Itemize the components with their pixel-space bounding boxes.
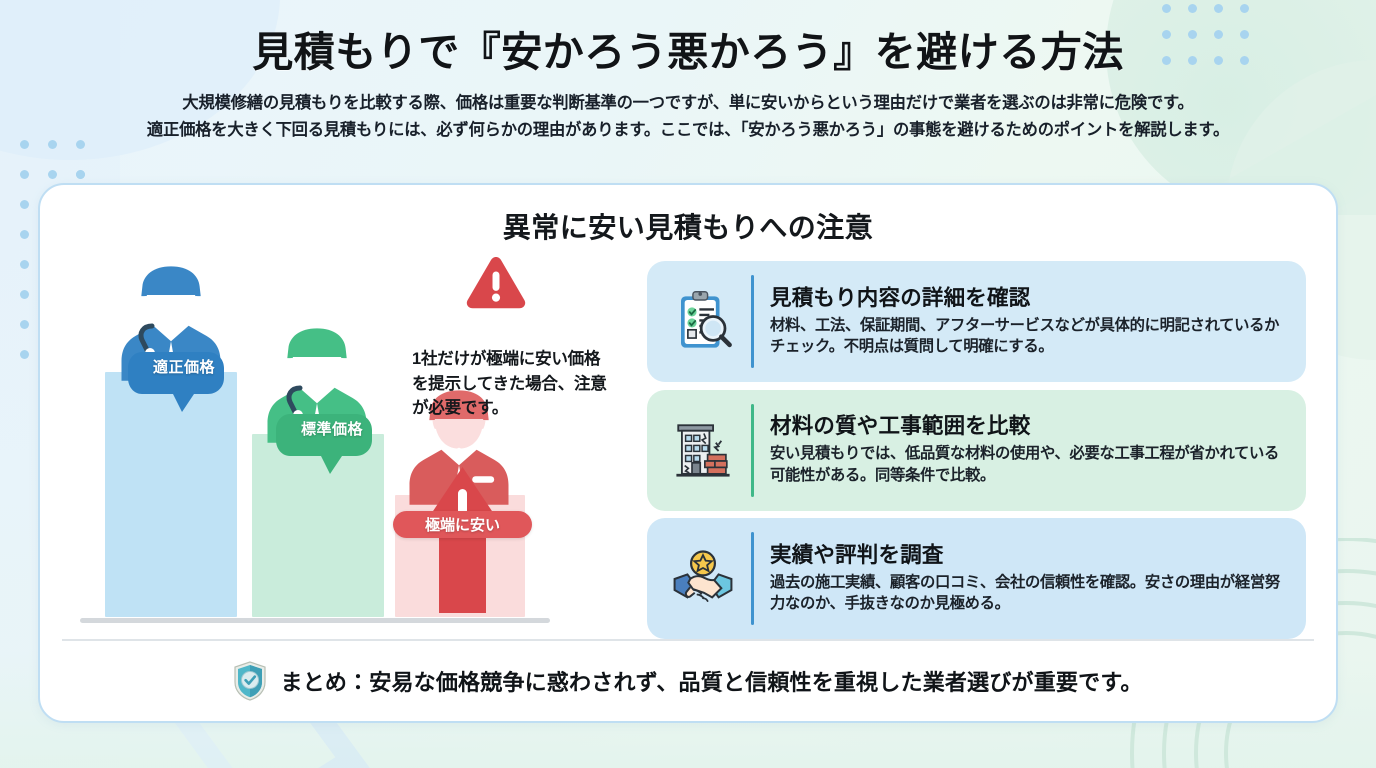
handshake-star-medal-icon <box>661 546 745 612</box>
card-accent-divider <box>751 275 754 368</box>
summary-bar: まとめ：安易な価格競争に惑わされず、品質と信頼性を重視した業者選びが重要です。 <box>62 639 1314 721</box>
page-title: 見積もりで『安かろう悪かろう』を避ける方法 <box>252 29 1124 75</box>
header: 見積もりで『安かろう悪かろう』を避ける方法 大規模修繕の見積もりを比較する際、価… <box>0 0 1376 144</box>
lead-line-1: 大規模修繕の見積もりを比較する際、価格は重要な判断基準の一つですが、単に安いから… <box>182 94 1194 113</box>
main-panel: 異常に安い見積もりへの注意 <box>38 183 1338 723</box>
info-card-text: 見積もり内容の詳細を確認 材料、工法、保証期間、アフターサービスなどが具体的に明… <box>770 285 1288 358</box>
lead-paragraph: 大規模修繕の見積もりを比較する際、価格は重要な判断基準の一つですが、単に安いから… <box>68 90 1308 144</box>
cracked-building-brickwall-icon <box>661 417 745 483</box>
price-tag-fair-label: 適正価格 <box>152 359 215 376</box>
lead-line-2: 適正価格を大きく下回る見積もりには、必ず何らかの理由があります。ここでは、「安か… <box>146 121 1230 140</box>
bar-standard-price <box>252 434 384 617</box>
extremely-cheap-label: 極端に安い <box>393 511 532 538</box>
info-card-material-scope[interactable]: 材料の質や工事範囲を比較 安い見積もりでは、低品質な材料の使用や、必要な工事工程… <box>647 389 1306 511</box>
panel-title: 異常に安い見積もりへの注意 <box>502 212 874 243</box>
card-accent-divider <box>751 403 754 497</box>
panel-body: 適正価格 標準価格 1社だけが極端に安い価格を提示 <box>40 256 1336 639</box>
info-card-text: 材料の質や工事範囲を比較 安い見積もりでは、低品質な材料の使用や、必要な工事工程… <box>770 413 1288 486</box>
extremely-cheap-arrow: 極端に安い <box>393 465 532 615</box>
info-card-title: 材料の質や工事範囲を比較 <box>770 414 1031 439</box>
info-card-estimate-details[interactable]: 見積もり内容の詳細を確認 材料、工法、保証期間、アフターサービスなどが具体的に明… <box>647 261 1306 382</box>
price-tag-standard-label: 標準価格 <box>300 421 363 438</box>
info-card-desc: 安い見積もりでは、低品質な材料の使用や、必要な工事工程が省かれている可能性がある… <box>770 445 1279 484</box>
bar-fair-price <box>105 372 237 617</box>
info-card-desc: 過去の施工実績、顧客の口コミ、会社の信頼性を確認。安さの理由が経営努力なのか、手… <box>770 573 1280 613</box>
info-card-title: 実績や評判を調査 <box>770 542 944 567</box>
warning-triangle-icon <box>465 255 527 309</box>
summary-text: まとめ：安易な価格競争に惑わされず、品質と信頼性を重視した業者選びが重要です。 <box>280 670 1143 695</box>
card-accent-divider <box>751 532 754 625</box>
shield-check-icon <box>233 661 267 701</box>
info-card-track-record[interactable]: 実績や評判を調査 過去の施工実績、顧客の口コミ、会社の信頼性を確認。安さの理由が… <box>647 518 1306 639</box>
price-tag-standard: 標準価格 <box>276 384 388 476</box>
info-card-text: 実績や評判を調査 過去の施工実績、顧客の口コミ、会社の信頼性を確認。安さの理由が… <box>770 542 1288 615</box>
price-tag-fair: 適正価格 <box>128 322 240 414</box>
info-card-title: 見積もり内容の詳細を確認 <box>770 285 1031 310</box>
info-card-desc: 材料、工法、保証期間、アフターサービスなどが具体的に明記されているかチェック。不… <box>770 316 1280 356</box>
illustration-note: 1社だけが極端に安い価格を提示してきた場合、注意が必要です。 <box>412 349 607 418</box>
clipboard-checklist-magnifier-icon <box>661 289 745 355</box>
chart-baseline <box>80 618 550 623</box>
price-comparison-illustration: 適正価格 標準価格 1社だけが極端に安い価格を提示 <box>40 256 625 639</box>
info-card-list: 見積もり内容の詳細を確認 材料、工法、保証期間、アフターサービスなどが具体的に明… <box>625 261 1336 639</box>
